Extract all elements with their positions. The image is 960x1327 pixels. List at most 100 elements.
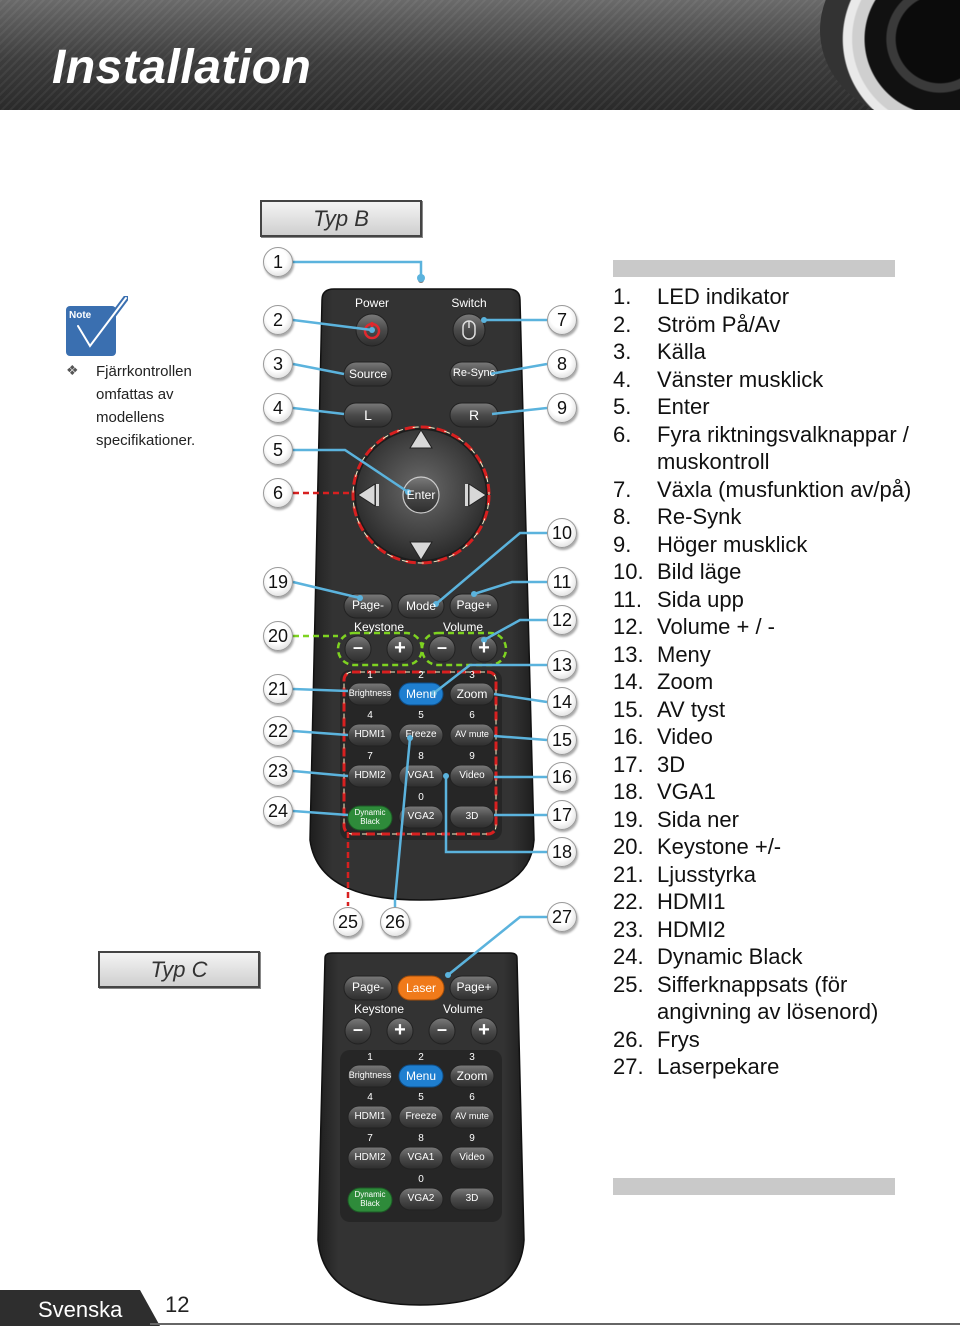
- c-page-down-label[interactable]: Page-: [351, 980, 385, 994]
- list-item: 10.Bild läge: [613, 558, 913, 586]
- c-3d-label[interactable]: 3D: [465, 1193, 479, 1204]
- c-digit-9: 9: [469, 1133, 475, 1144]
- c-volume-label: Volume: [442, 1002, 484, 1016]
- list-item: 6.Fyra riktningsvalknappar / muskontroll: [613, 421, 913, 476]
- right-click-label[interactable]: R: [468, 407, 480, 423]
- c-vga2-label[interactable]: VGA2: [407, 1193, 435, 1204]
- laser-label[interactable]: Laser: [405, 981, 437, 995]
- note-icon: Note: [64, 295, 129, 358]
- c-keystone-plus-button: [386, 1017, 414, 1045]
- freeze-label[interactable]: Freeze: [405, 729, 437, 740]
- callout-7: 7: [547, 305, 577, 335]
- page-down-label[interactable]: Page-: [351, 598, 385, 612]
- hdmi2-label[interactable]: HDMI2: [354, 770, 386, 781]
- left-click-label[interactable]: L: [364, 407, 372, 423]
- up-arrow-icon: [409, 429, 433, 449]
- source-label[interactable]: Source: [348, 367, 388, 381]
- c-menu-label[interactable]: Menu: [405, 1069, 437, 1083]
- c-hdmi1-label[interactable]: HDMI1: [354, 1111, 386, 1122]
- list-item-text: Sida upp: [657, 586, 744, 612]
- resync-label[interactable]: Re-Sync: [452, 367, 496, 379]
- list-item-number: 3.: [613, 339, 632, 364]
- c-zoom-label[interactable]: Zoom: [456, 1069, 488, 1083]
- list-item-text: Sida ner: [657, 806, 739, 832]
- hdmi1-label[interactable]: HDMI1: [354, 729, 386, 740]
- list-item-text: Meny: [657, 641, 711, 667]
- vga2-label[interactable]: VGA2: [407, 811, 435, 822]
- c-video-label[interactable]: Video: [459, 1152, 485, 1163]
- laser-button: [397, 975, 445, 1001]
- c-page-up-button: [449, 975, 499, 1001]
- list-item-number: 1.: [613, 284, 632, 309]
- video-label[interactable]: Video: [459, 770, 485, 781]
- enter-label[interactable]: Enter: [406, 488, 436, 502]
- volume-plus-label[interactable]: +: [478, 637, 490, 659]
- c-keystone-minus-button: [344, 1017, 372, 1045]
- list-item: 1.LED indikator: [613, 283, 913, 311]
- vga1-label[interactable]: VGA1: [407, 770, 435, 781]
- keystone-label: Keystone: [353, 620, 405, 634]
- c-hdmi2-button: [347, 1146, 393, 1170]
- menu-label[interactable]: Menu: [405, 687, 437, 701]
- c-digit-8: 8: [418, 1133, 424, 1144]
- list-item-text: HDMI1: [657, 889, 726, 914]
- c-brightness-label[interactable]: Brightness: [348, 1070, 392, 1080]
- footer-language: Svenska: [38, 1297, 123, 1322]
- c-digit-6: 6: [469, 1092, 475, 1103]
- keystone-plus-label[interactable]: +: [394, 637, 406, 659]
- zoom-label[interactable]: Zoom: [456, 687, 488, 701]
- c-3d-button: [449, 1187, 495, 1211]
- callout-19: 19: [263, 567, 293, 597]
- callout-6: 6: [263, 478, 293, 508]
- c-volume-plus-label[interactable]: +: [478, 1019, 490, 1041]
- list-item: 23.HDMI2: [613, 916, 913, 944]
- list-item: 12.Volume + / -: [613, 613, 913, 641]
- list-item-number: 22.: [613, 889, 644, 914]
- callout-lines: [292, 260, 548, 976]
- list-item: 5.Enter: [613, 393, 913, 421]
- list-item-text: Ljusstyrka: [657, 861, 757, 887]
- mode-button: [397, 593, 445, 619]
- list-item: 3.Källa: [613, 338, 913, 366]
- list-item-text: Bild läge: [657, 559, 742, 584]
- c-keypad-panel: [340, 1050, 502, 1222]
- c-page-up-label[interactable]: Page+: [456, 980, 492, 994]
- c-digit-4: 4: [367, 1092, 373, 1103]
- list-item-text: Frys: [657, 1026, 700, 1052]
- list-item-number: 12.: [613, 614, 644, 639]
- list-item-number: 7.: [613, 476, 632, 502]
- c-freeze-button: [398, 1105, 444, 1129]
- switch-label: Switch: [451, 296, 487, 310]
- list-item-number: 17.: [613, 751, 644, 777]
- 3d-label[interactable]: 3D: [465, 811, 479, 822]
- list-item-number: 11.: [613, 586, 642, 612]
- list-item: 2.Ström På/Av: [613, 311, 913, 339]
- c-dynamic-black-button: [347, 1187, 393, 1213]
- c-keystone-minus-label[interactable]: –: [352, 1019, 363, 1039]
- volume-minus-label[interactable]: –: [436, 637, 447, 657]
- mode-label[interactable]: Mode: [405, 599, 437, 613]
- 3d-button: [449, 805, 495, 829]
- c-av-mute-label[interactable]: AV mute: [455, 1111, 489, 1121]
- callout-1: 1: [263, 247, 293, 277]
- av-mute-label[interactable]: AV mute: [455, 729, 489, 739]
- volume-plus-button: [470, 635, 498, 663]
- keystone-minus-label[interactable]: –: [352, 637, 363, 657]
- brightness-label[interactable]: Brightness: [348, 688, 392, 698]
- c-freeze-label[interactable]: Freeze: [405, 1111, 437, 1122]
- list-item: 21.Ljusstyrka: [613, 861, 913, 889]
- c-keystone-label: Keystone: [353, 1002, 405, 1016]
- list-item-text: 3D: [657, 751, 686, 777]
- c-volume-minus-label[interactable]: –: [436, 1019, 447, 1039]
- page-up-label[interactable]: Page+: [456, 598, 492, 612]
- c-digit-7: 7: [367, 1133, 373, 1144]
- c-keystone-plus-label[interactable]: +: [394, 1019, 406, 1041]
- c-hdmi2-label[interactable]: HDMI2: [354, 1152, 386, 1163]
- digit-6: 6: [469, 710, 475, 721]
- note-text: Fjärrkontrollen omfattas av modellens sp…: [96, 363, 196, 449]
- c-vga1-label[interactable]: VGA1: [407, 1152, 435, 1163]
- list-item: 18.VGA1: [613, 778, 913, 806]
